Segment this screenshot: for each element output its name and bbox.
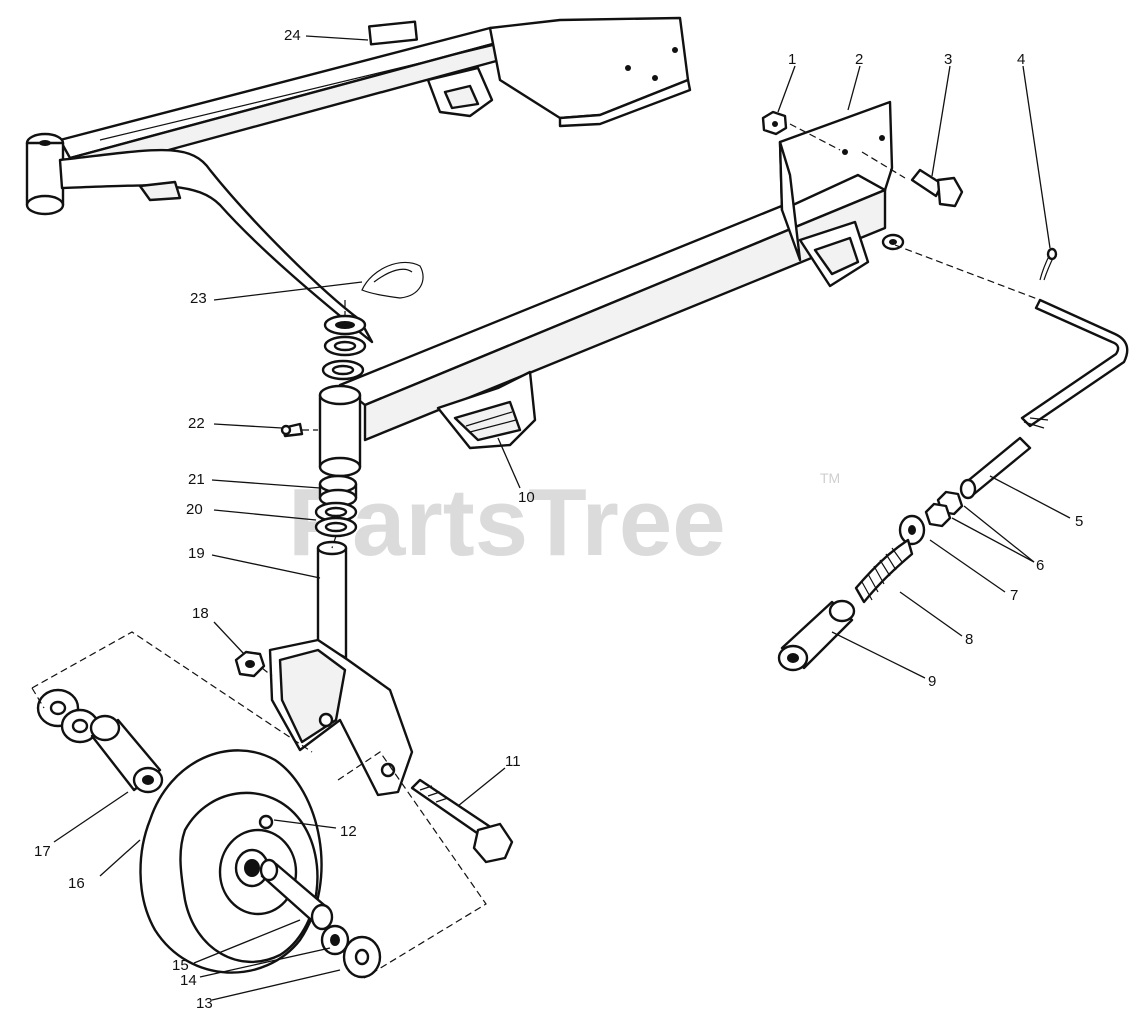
nut-1: [761, 110, 788, 136]
callout-8: 8: [965, 631, 973, 648]
lift-rod: [1020, 298, 1129, 429]
leader-lines: [53, 35, 1071, 1001]
washer-7: [898, 514, 926, 546]
wheel-16: [139, 749, 334, 974]
spacer-17: [36, 688, 164, 794]
callout-4: 4: [1017, 51, 1025, 68]
callout-16: 16: [68, 875, 85, 892]
callout-7: 7: [1010, 587, 1018, 604]
caster-fork: [268, 540, 414, 797]
callout-6: 6: [1036, 557, 1044, 574]
spring-8: [854, 538, 914, 604]
bolt-3: [910, 168, 964, 208]
center-pedestal: [436, 370, 537, 450]
tube-9: [777, 599, 856, 672]
callout-19: 19: [188, 545, 205, 562]
callout-15: 15: [172, 957, 189, 974]
callout-20: 20: [186, 501, 203, 518]
washers-13-14: [320, 924, 382, 979]
bolt-11: [410, 778, 514, 864]
callout-23: 23: [190, 290, 207, 307]
jam-nuts-6: [924, 490, 964, 528]
callout-labels: 1 2 3 4 5 6 7 8 9 10 11 12 13 14 15 16 1…: [34, 27, 1083, 1012]
callout-22: 22: [188, 415, 205, 432]
watermark-trademark: TM: [820, 470, 840, 486]
callout-10: 10: [518, 489, 535, 506]
rear-frame: [25, 16, 692, 344]
callout-12: 12: [340, 823, 357, 840]
pivot-tube-assembly: [280, 261, 424, 538]
nut-18: [234, 650, 266, 678]
callout-3: 3: [944, 51, 952, 68]
callout-24: 24: [284, 27, 301, 44]
assembly-lines: [31, 123, 1041, 979]
callout-14: 14: [180, 972, 197, 989]
callout-18: 18: [192, 605, 209, 622]
callout-1: 1: [788, 51, 796, 68]
rod-sleeve-5: [959, 436, 1032, 500]
callout-11: 11: [505, 753, 521, 770]
callout-2: 2: [855, 51, 863, 68]
callout-21: 21: [188, 471, 205, 488]
callout-13: 13: [196, 995, 213, 1012]
callout-17: 17: [34, 843, 51, 860]
watermark-text: PartsTree: [288, 469, 726, 576]
callout-5: 5: [1075, 513, 1083, 530]
front-bracket: [778, 100, 905, 288]
callout-9: 9: [928, 673, 936, 690]
front-axle-bar: [338, 168, 887, 442]
cotter-pin-4: [1039, 247, 1058, 281]
